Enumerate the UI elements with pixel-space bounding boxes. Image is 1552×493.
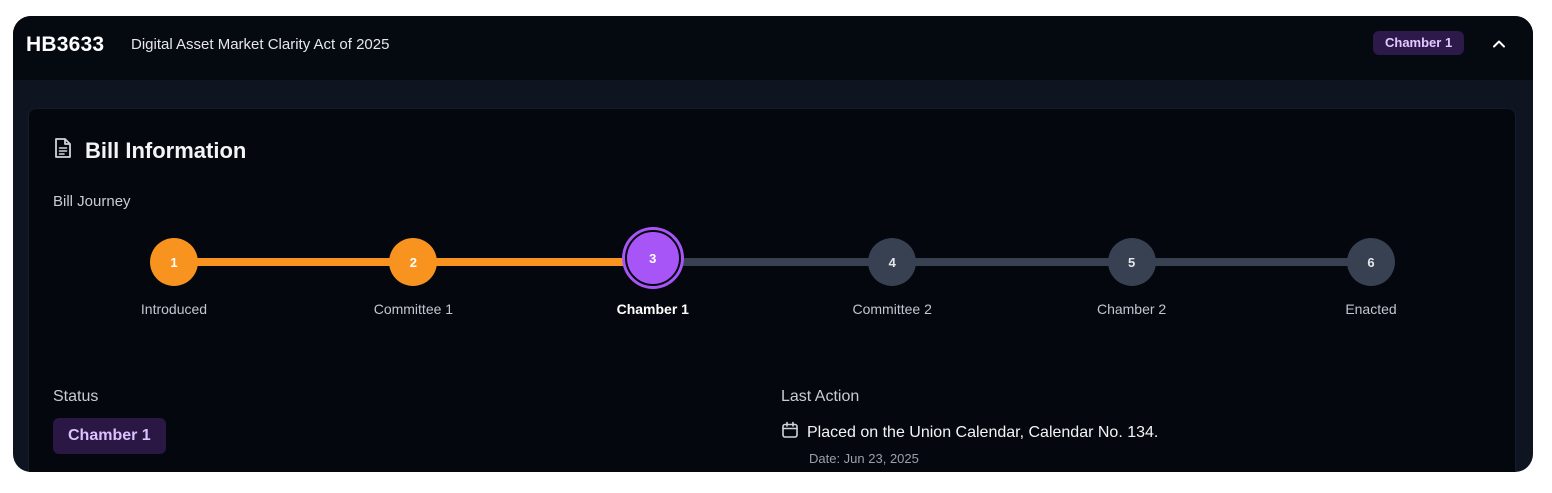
journey-connector	[413, 258, 653, 266]
journey-step-label: Committee 1	[373, 301, 454, 317]
bill-panel: HB3633 Digital Asset Market Clarity Act …	[13, 16, 1533, 472]
journey-step-label: Enacted	[1345, 301, 1397, 317]
journey-connector	[174, 258, 414, 266]
journey-step-label: Chamber 2	[1096, 301, 1167, 317]
journey-step-6[interactable]: 6	[1347, 238, 1395, 286]
chevron-up-icon[interactable]	[1489, 34, 1509, 54]
card-title: Bill Information	[85, 137, 247, 163]
journey-connector	[1131, 258, 1371, 266]
last-action-text: Placed on the Union Calendar, Calendar N…	[807, 423, 1159, 441]
journey-connector	[652, 258, 893, 266]
journey-connector	[892, 258, 1132, 266]
last-action-label: Last Action	[781, 388, 860, 405]
last-action-date: Date: Jun 23, 2025	[809, 451, 919, 466]
status-label: Status	[53, 388, 99, 405]
calendar-icon	[781, 421, 799, 444]
journey-step-5[interactable]: 5	[1107, 238, 1156, 286]
journey-step-label: Committee 2	[852, 301, 932, 317]
journey-step-3[interactable]: 3	[624, 230, 681, 286]
journey-step-label: Introduced	[140, 301, 208, 317]
journey-step-2[interactable]: 2	[389, 238, 438, 286]
card-header: Bill Information	[53, 137, 246, 164]
bill-title: Digital Asset Market Clarity Act of 2025	[131, 36, 390, 53]
journey-step-4[interactable]: 4	[868, 238, 917, 286]
status-badge: Chamber 1	[53, 418, 166, 454]
stage-badge: Chamber 1	[1373, 31, 1465, 55]
journey-label: Bill Journey	[53, 193, 131, 210]
bill-header[interactable]: HB3633 Digital Asset Market Clarity Act …	[13, 16, 1533, 80]
document-icon	[53, 137, 73, 164]
journey-step-label: Chamber 1	[616, 301, 689, 317]
bill-id: HB3633	[26, 33, 105, 56]
last-action: Placed on the Union Calendar, Calendar N…	[781, 421, 1158, 444]
journey-step-1[interactable]: 1	[150, 238, 198, 286]
